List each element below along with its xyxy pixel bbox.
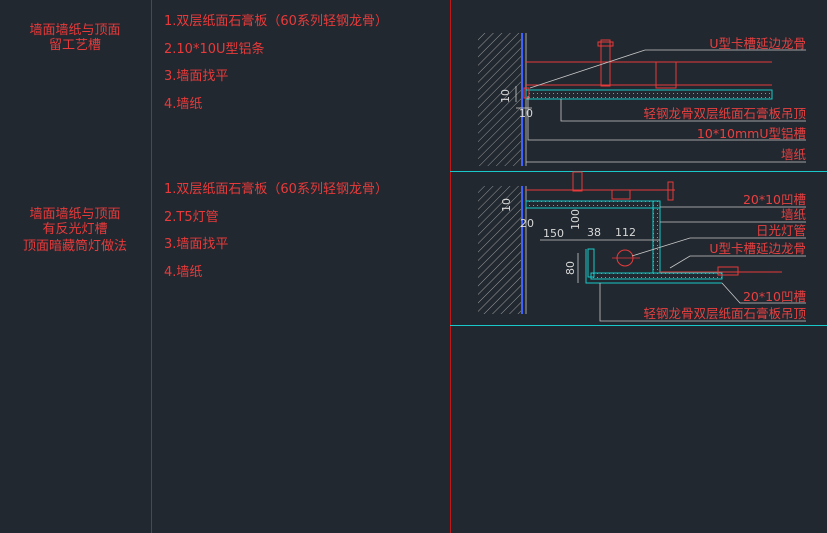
detail1-wall-hatch: [478, 33, 521, 166]
detail2-leader-groove-bottom: [721, 282, 806, 304]
section1-title-line1: 墙面墙纸与顶面: [29, 23, 121, 38]
section2-spec-list: 1.双层纸面石膏板（60系列轻钢龙骨） 2.T5灯管 3.墙面找平 4.墙纸: [164, 182, 388, 292]
detail1-label-ceiling: 轻钢龙骨双层纸面石膏板吊顶: [643, 106, 806, 121]
section2-title-line2: 有反光灯槽: [42, 222, 108, 237]
detail1-label-u-alu: 10*10mmU型铝槽: [697, 126, 806, 141]
detail2-wall-hatch: [478, 186, 521, 314]
detail2-fascia: [652, 200, 661, 274]
detail2-label-wallpaper: 墙纸: [781, 207, 807, 222]
detail1-label-wallpaper: 墙纸: [781, 147, 807, 162]
section2-spec-item: 3.墙面找平: [164, 237, 229, 252]
detail2-dim-20: 20: [520, 217, 534, 230]
detail2-keel-right: [717, 266, 739, 276]
row-divider-1: [450, 171, 827, 172]
detail2-trough-outline: [585, 249, 722, 284]
detail1-dim-10b: 10: [519, 107, 533, 120]
section2-spec-item: 2.T5灯管: [164, 209, 219, 225]
detail1-leader-u-channel: [529, 49, 806, 89]
section1-spec-item: 4.墙纸: [164, 96, 203, 112]
detail1-dim-10a: 10: [499, 89, 512, 103]
section2-spec-item: 4.墙纸: [164, 264, 203, 280]
detail2-dim-100: 100: [569, 209, 582, 230]
detail2-side-clip: [667, 181, 674, 201]
detail2-dim-80: 80: [564, 261, 577, 275]
detail2-leader-ceiling: [599, 283, 806, 322]
row-divider-2: [450, 325, 827, 326]
detail2-label-ceiling: 轻钢龙骨双层纸面石膏板吊顶: [643, 306, 806, 321]
detail2-drawing: 10 20 150 100 38 112 80 20*10凹槽 墙纸 日光灯管 …: [478, 171, 807, 322]
detail2-label-fluorescent: 日光灯管: [756, 223, 806, 238]
detail2-trough-lip: [587, 248, 595, 278]
section1-spec-list: 1.双层纸面石膏板（60系列轻钢龙骨） 2.10*10U型铝条 3.墙面找平 4…: [164, 14, 388, 124]
detail2-dim-112: 112: [615, 226, 636, 239]
section2-title: 墙面墙纸与顶面 有反光灯槽 顶面暗藏筒灯做法: [0, 207, 150, 254]
detail1-hanger-clip: [597, 41, 614, 47]
detail2-bottom-board: [590, 272, 723, 280]
column-divider-1: [151, 0, 152, 533]
detail1-leader-ceiling: [560, 99, 806, 122]
detail1-u-aluminium: [523, 87, 530, 99]
section1-spec-item: 3.墙面找平: [164, 69, 229, 84]
detail2-leader-u-channel: [669, 255, 806, 269]
detail2-label-groove-top: 20*10凹槽: [743, 192, 806, 207]
detail1-drawing: 10 10 U型卡槽延边龙骨 轻钢龙骨双层纸面石膏板吊顶 10*10mmU型铝槽…: [478, 33, 806, 166]
detail2-dim-38: 38: [587, 226, 601, 239]
detail2-dim-10: 10: [500, 198, 513, 212]
section1-title: 墙面墙纸与顶面 留工艺槽: [0, 23, 150, 53]
detail1-keel: [655, 61, 677, 89]
detail1-hanger: [600, 39, 611, 87]
detail2-leader-fluorescent: [631, 237, 806, 257]
detail2-label-u-channel: U型卡槽延边龙骨: [709, 241, 806, 256]
detail1-gypsum-board: [525, 89, 773, 100]
section2-title-line1: 墙面墙纸与顶面: [29, 207, 121, 222]
section1-spec-item: 1.双层纸面石膏板（60系列轻钢龙骨）: [164, 14, 388, 29]
detail1-label-u-channel: U型卡槽延边龙骨: [709, 36, 806, 51]
detail2-label-groove-bottom: 20*10凹槽: [743, 289, 806, 304]
section2-title-line3: 顶面暗藏筒灯做法: [22, 239, 127, 254]
section1-spec-item: 2.10*10U型铝条: [164, 41, 265, 57]
detail2-keel-top: [611, 189, 631, 200]
column-divider-2: [450, 0, 451, 533]
section2-spec-item: 1.双层纸面石膏板（60系列轻钢龙骨）: [164, 182, 388, 197]
detail1-leader-u-alu: [527, 96, 806, 141]
detail2-dim-150: 150: [543, 227, 564, 240]
detail2-top-board: [525, 200, 661, 209]
section1-title-line2: 留工艺槽: [48, 38, 101, 53]
detail2-hanger: [572, 171, 583, 192]
